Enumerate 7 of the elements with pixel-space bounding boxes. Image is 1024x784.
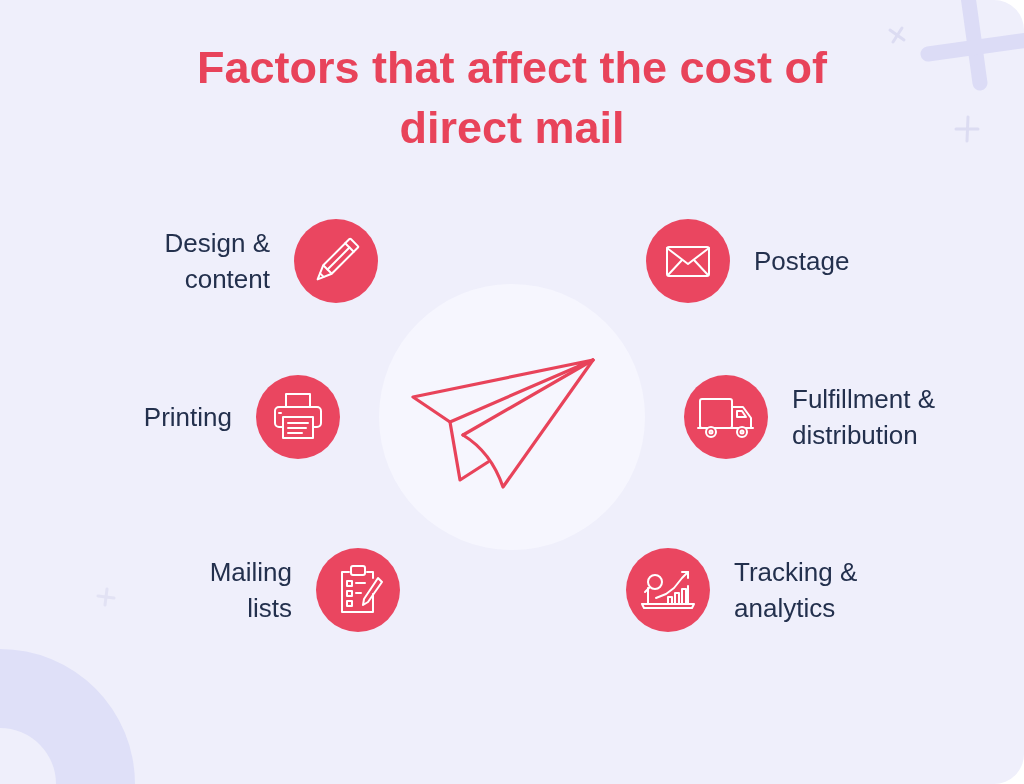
factor-label: Mailing lists [208, 556, 292, 625]
title: Factors that affect the cost of direct mail [195, 41, 829, 155]
factor-label: Printing [143, 401, 232, 434]
factor-label: Design & content [163, 227, 270, 296]
factor-label: Postage [754, 245, 850, 278]
factor-label: Tracking & analytics [734, 556, 859, 625]
factor-label: Fulfillment & distribution [792, 383, 937, 452]
